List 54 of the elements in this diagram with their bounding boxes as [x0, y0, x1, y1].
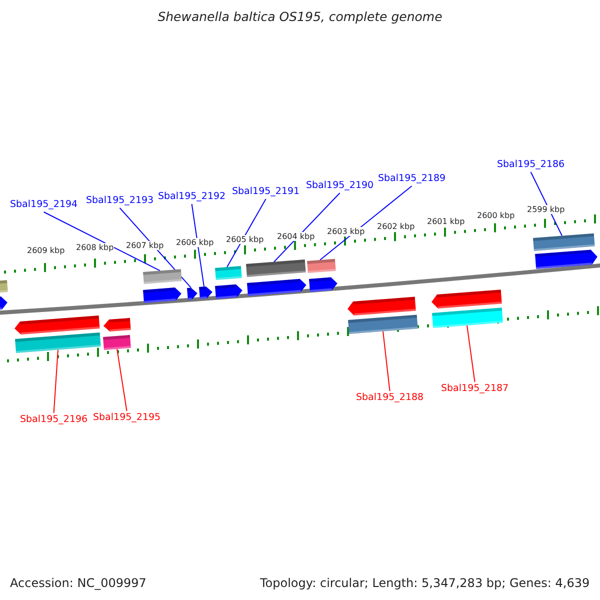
scale-label: 2609 kbp — [27, 246, 65, 255]
gene-segment — [103, 318, 131, 332]
gene-label: Sbal195_2195 — [93, 412, 161, 424]
gene-label: Sbal195_2190 — [306, 180, 374, 192]
scale-label: 2603 kbp — [327, 227, 365, 236]
scale-label: 2604 kbp — [277, 232, 315, 241]
scale-label: 2605 kbp — [226, 235, 264, 244]
gene-block — [307, 258, 336, 273]
gene-label: Sbal195_2196 — [20, 414, 88, 426]
leader-line — [466, 324, 476, 382]
gene-segment — [187, 287, 198, 300]
gene-label: Sbal195_2186 — [497, 159, 565, 171]
leader-line — [226, 198, 266, 268]
gene-segment — [347, 296, 416, 316]
gene-label: Sbal195_2188 — [356, 392, 424, 404]
leader-line — [43, 212, 160, 272]
gene-label: Sbal195_2192 — [158, 191, 226, 203]
scale-label: 2599 kbp — [527, 205, 565, 214]
gene-segment — [215, 284, 243, 299]
scale-label: 2606 kbp — [176, 238, 214, 247]
gene-segment — [309, 276, 338, 292]
gene-segment — [247, 278, 307, 296]
gene-segment — [199, 286, 213, 299]
gene-label: Sbal195_2187 — [441, 383, 509, 395]
gene-segment — [431, 290, 502, 309]
scale-label: 2607 kbp — [126, 241, 164, 250]
chart-title: Shewanella baltica OS195, complete genome — [156, 9, 444, 24]
gene-segment — [535, 249, 598, 269]
scale-label: 2608 kbp — [76, 243, 114, 252]
leader-line — [382, 330, 390, 392]
gene-block — [15, 332, 101, 353]
gene-block — [246, 259, 306, 277]
leader-line — [320, 186, 412, 260]
scale-label: 2602 kbp — [377, 222, 415, 231]
gene-label: Sbal195_2189 — [378, 173, 446, 185]
gene-block — [215, 266, 242, 280]
gene-label: Sbal195_2194 — [10, 199, 78, 211]
gene-block — [432, 308, 503, 328]
gene-block — [143, 269, 182, 284]
leader-line — [53, 349, 58, 414]
gene-block — [533, 233, 595, 251]
genome-summary-note: Topology: circular; Length: 5,347,283 bp; Genes: 4,639 — [260, 576, 590, 590]
scale-label: 2601 kbp — [427, 217, 465, 226]
leader-line — [530, 172, 562, 236]
scale-label: 2600 kbp — [477, 211, 515, 220]
accession-note: Accession: NC_009997 — [10, 576, 146, 590]
gene-segment — [143, 287, 182, 303]
gene-block — [103, 334, 131, 350]
gene-block — [348, 314, 418, 334]
leader-line — [116, 348, 128, 412]
gene-segment — [14, 315, 100, 335]
leader-line — [191, 204, 204, 288]
gene-label: Sbal195_2191 — [232, 186, 300, 198]
gene-label: Sbal195_2193 — [86, 195, 154, 207]
